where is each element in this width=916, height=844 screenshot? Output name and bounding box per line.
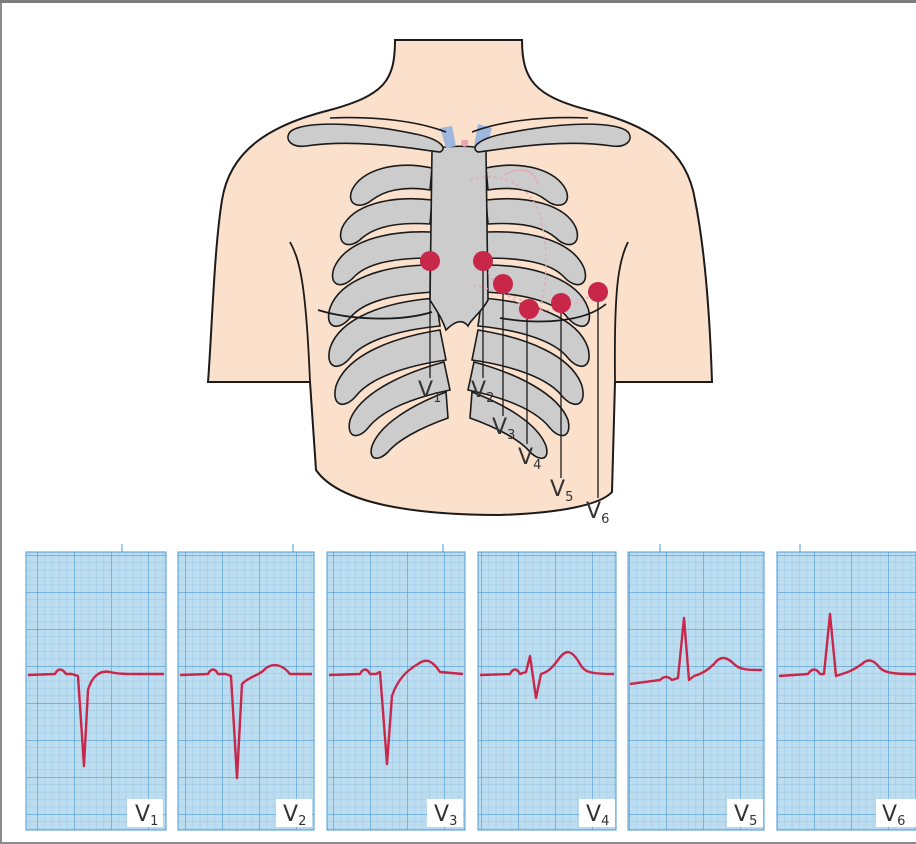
ecg-strip-v6: V6	[777, 544, 916, 830]
electrode-v4	[519, 299, 539, 319]
electrode-v1	[420, 251, 440, 271]
ecg-strip-v4: V4	[478, 552, 616, 830]
ecg-strip-v1: V1	[26, 544, 166, 830]
ecg-strip-v5: V5	[628, 544, 764, 830]
sternum	[430, 146, 488, 330]
ecg-strip-v2: V2	[178, 544, 314, 830]
ecg-strips: V1 V2 V3 V4	[26, 544, 916, 830]
electrode-v2	[473, 251, 493, 271]
electrode-v6	[588, 282, 608, 302]
torso	[208, 40, 712, 515]
ecg-strip-v3: V3	[327, 544, 465, 830]
electrode-label-v6: V6	[586, 499, 609, 527]
electrode-v3	[493, 274, 513, 294]
electrode-v5	[551, 293, 571, 313]
